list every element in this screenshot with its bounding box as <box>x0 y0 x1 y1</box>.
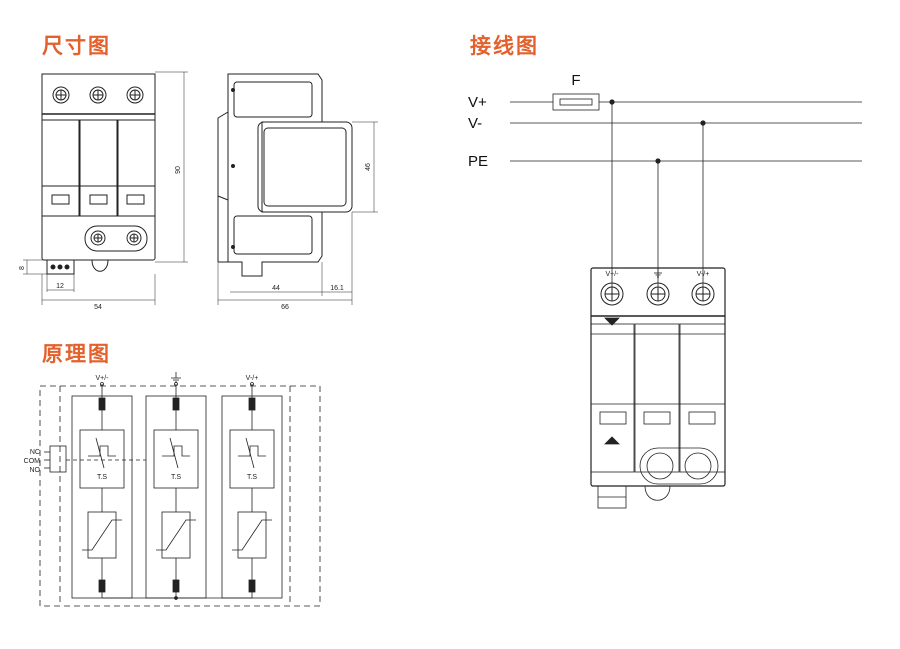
wiring-title: 接线图 <box>470 34 539 58</box>
module-label: T.S <box>247 474 257 481</box>
screw-icon <box>126 86 144 104</box>
pole-2 <box>145 384 207 599</box>
line-neg-label: V- <box>468 115 482 132</box>
signal-no-label: NO <box>30 467 41 474</box>
terminal-3-label: V-/+ <box>246 375 259 382</box>
ground-icon <box>654 268 662 278</box>
principle-diagram <box>39 372 321 607</box>
ground-icon <box>171 372 181 383</box>
wiring-diagram <box>510 93 862 509</box>
dim-plug-width: 12 <box>56 283 64 290</box>
device-terminal-3-label: V-/+ <box>697 271 710 278</box>
side-view <box>217 73 378 305</box>
dim-depth-upper: 46 <box>365 163 372 171</box>
signal-nc-label: NC <box>30 449 40 456</box>
pole-3 <box>221 384 283 599</box>
dim-side-lower: 44 <box>272 285 280 292</box>
line-pos-label: V+ <box>468 94 487 111</box>
dim-side-offset: 16.1 <box>330 285 344 292</box>
line-pe-label: PE <box>468 153 488 170</box>
signal-com-label: COM <box>24 458 41 465</box>
screw-icon <box>691 282 715 306</box>
module-label: T.S <box>97 474 107 481</box>
device-terminal-1-label: V+/- <box>605 271 619 278</box>
dim-plug-height: 8 <box>19 266 26 270</box>
dimensions-title: 尺寸图 <box>42 34 111 58</box>
pole-1 <box>71 384 133 599</box>
terminal-1-label: V+/- <box>95 375 109 382</box>
dim-height: 90 <box>175 166 182 174</box>
dim-side-total: 66 <box>281 304 289 311</box>
fuse-label: F <box>571 72 580 89</box>
screw-icon <box>89 86 107 104</box>
screw-icon <box>90 230 106 246</box>
front-view <box>23 71 188 305</box>
screw-icon <box>52 86 70 104</box>
dim-total-width: 54 <box>94 304 102 311</box>
module-label: T.S <box>171 474 181 481</box>
screw-icon <box>646 282 670 306</box>
principle-title: 原理图 <box>42 342 111 366</box>
screw-icon <box>600 282 624 306</box>
screw-icon <box>126 230 142 246</box>
